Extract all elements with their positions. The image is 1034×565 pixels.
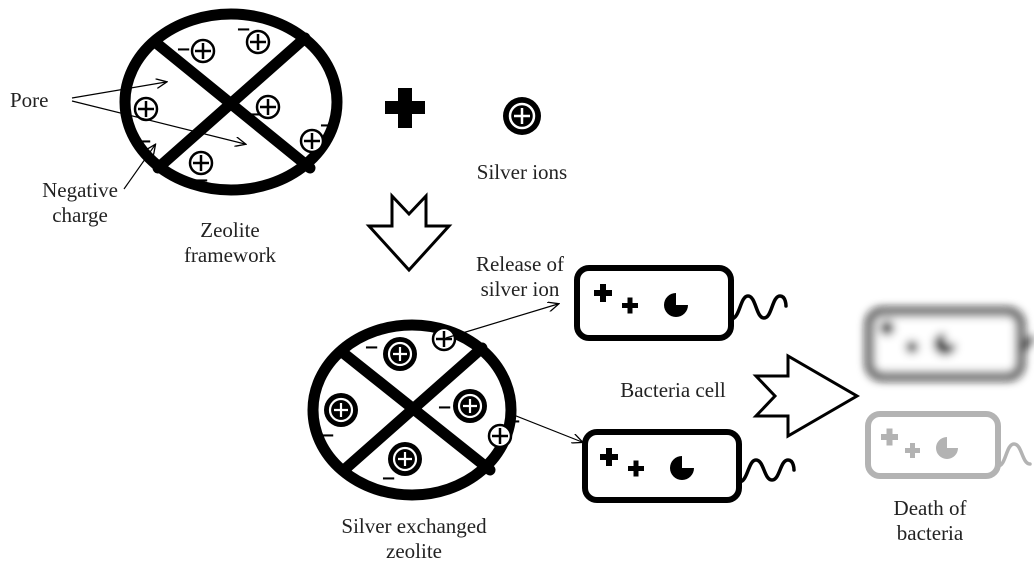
death-line1: Death of [893,496,967,520]
silver-ion-icon [190,38,216,64]
silver-exchanged-line2: zeolite [386,539,442,563]
dead-bacteria-grey [865,411,1032,479]
down-arrow-icon [365,192,453,273]
bold-plus-icon [385,88,425,128]
dead-bacteria-blurred [866,308,1034,380]
release-arrow [505,411,582,442]
negative-charge-mark: − [248,104,263,125]
negative-charge-mark: − [437,397,452,418]
negative-charge-mark: − [364,337,379,358]
silver-ions-label: Silver ions [476,160,568,184]
silver-ion-icon [487,423,513,449]
silver-ion-icon [299,128,325,154]
silver-ion-icon [255,94,281,120]
negative-charge-line2: charge [52,203,108,227]
bacteria-cell-label: Bacteria cell [620,378,726,402]
negative-charge-mark: − [381,468,396,489]
silver-ion-icon [388,442,422,476]
silver-exchanged-zeolite: − − − − − − [307,317,521,501]
right-arrow-icon [752,353,860,439]
negative-charge-line1: Negative [42,178,118,202]
bacteria-cell [574,265,788,341]
silver-ion-icon [133,96,159,122]
negative-charge-mark: − [319,115,334,136]
release-arrow [445,304,558,339]
silver-ion-icon [453,389,487,423]
pore-label: Pore [10,88,49,112]
silver-ion-icon [324,393,358,427]
zeolite-framework-line2: framework [183,243,277,267]
pore-arrow [71,82,166,99]
negative-charge-mark: − [236,19,251,40]
negative-charge-mark: − [320,425,335,446]
death-of-bacteria-label: Death of bacteria [870,496,990,546]
negative-charge-label: Negative charge [20,178,140,228]
negative-charge-mark: − [506,411,521,432]
silver-exchanged-line1: Silver exchanged [341,514,487,538]
zeolite-framework: − − − − − − [119,8,343,196]
release-line1: Release of [475,252,565,276]
silver-exchanged-zeolite-label: Silver exchanged zeolite [314,514,514,564]
negative-charge-arrow [123,145,155,190]
death-line2: bacteria [896,521,964,545]
silver-ion-icon [431,326,457,352]
negative-charge-mark: − [194,170,209,191]
negative-charge-mark: − [420,317,435,338]
negative-charge-mark: − [176,39,191,60]
negative-charge-mark: − [137,131,152,152]
release-line2: silver ion [480,277,560,301]
silver-ion-icon [245,29,271,55]
silver-ion-icon [383,337,417,371]
release-label: Release of silver ion [450,252,590,302]
pore-arrow [71,100,245,144]
zeolite-framework-label: Zeolite framework [160,218,300,268]
zeolite-framework-line1: Zeolite [200,218,260,242]
silver-ion-icon [188,150,214,176]
silver-ion-icon [503,97,541,135]
bacteria-cell [582,429,796,503]
